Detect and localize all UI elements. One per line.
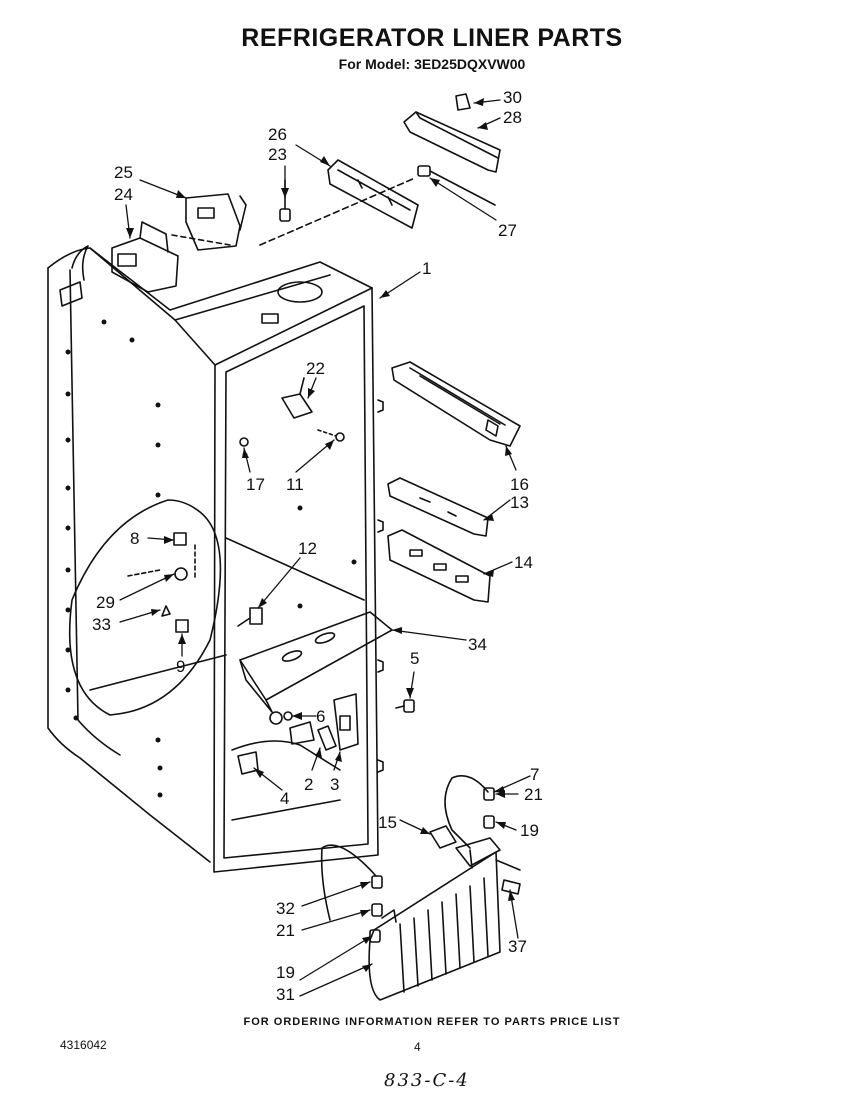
damper-assembly bbox=[237, 693, 359, 775]
part-14-bracket bbox=[387, 529, 491, 603]
callout-13: 13 bbox=[510, 493, 529, 512]
callout-29: 29 bbox=[96, 593, 115, 612]
model-subtitle: For Model: 3ED25DQXVW00 bbox=[338, 56, 526, 72]
callout-8: 8 bbox=[130, 529, 139, 548]
callout-14: 14 bbox=[514, 553, 533, 572]
callout-15: 15 bbox=[378, 813, 397, 832]
callout-6: 6 bbox=[316, 707, 325, 726]
callout-22: 22 bbox=[306, 359, 325, 378]
part-28-track bbox=[403, 93, 501, 173]
callout-37: 37 bbox=[508, 937, 527, 956]
callout-9: 9 bbox=[176, 657, 185, 676]
part-24-housing bbox=[111, 221, 179, 293]
callout-16: 16 bbox=[510, 475, 529, 494]
page-title: REFRIGERATOR LINER PARTS bbox=[241, 24, 623, 52]
leader-lines bbox=[119, 99, 531, 997]
part-34-cover bbox=[239, 611, 393, 713]
part-16-shelf-track bbox=[391, 361, 521, 447]
callout-19-lower: 19 bbox=[276, 963, 295, 982]
callout-28: 28 bbox=[503, 108, 522, 127]
callout-30: 30 bbox=[503, 88, 522, 107]
part-17-screw bbox=[239, 437, 249, 447]
part-26-rail bbox=[259, 159, 419, 246]
callout-19-upper: 19 bbox=[520, 821, 539, 840]
part-13-bracket bbox=[387, 477, 489, 537]
part-25-bracket bbox=[171, 193, 247, 251]
detail-circle bbox=[68, 499, 222, 716]
callout-2: 2 bbox=[304, 775, 313, 794]
callout-26: 26 bbox=[268, 125, 287, 144]
callout-21-lower: 21 bbox=[276, 921, 295, 940]
part-22-clip bbox=[281, 377, 345, 442]
part-27-screw bbox=[417, 165, 496, 206]
callout-23: 23 bbox=[268, 145, 287, 164]
callout-27: 27 bbox=[498, 221, 517, 240]
liner-body bbox=[47, 245, 384, 873]
part-12-clip bbox=[237, 607, 263, 627]
handwritten-reference: 833-C-4 bbox=[384, 1070, 470, 1091]
callout-1: 1 bbox=[422, 259, 431, 278]
callout-24: 24 bbox=[114, 185, 133, 204]
callout-33: 33 bbox=[92, 615, 111, 634]
page-number: 4 bbox=[414, 1040, 421, 1054]
callout-7: 7 bbox=[530, 765, 539, 784]
callout-25: 25 bbox=[114, 163, 133, 182]
callout-12: 12 bbox=[298, 539, 317, 558]
part-5-screw bbox=[395, 699, 415, 713]
callout-labels: 30 28 26 23 25 24 27 1 22 16 17 11 13 8 … bbox=[92, 88, 543, 1004]
ordering-note: FOR ORDERING INFORMATION REFER TO PARTS … bbox=[243, 1016, 621, 1028]
callout-32: 32 bbox=[276, 899, 295, 918]
callout-4: 4 bbox=[280, 789, 289, 808]
callout-17: 17 bbox=[246, 475, 265, 494]
callout-3: 3 bbox=[330, 775, 339, 794]
water-line-assembly bbox=[320, 775, 521, 1001]
leader-arrowheads bbox=[126, 98, 515, 972]
callout-5: 5 bbox=[410, 649, 419, 668]
callout-21-upper: 21 bbox=[524, 785, 543, 804]
document-number: 4316042 bbox=[60, 1038, 107, 1052]
callout-34: 34 bbox=[468, 635, 487, 654]
callout-11: 11 bbox=[286, 475, 304, 494]
callout-31: 31 bbox=[276, 985, 295, 1004]
